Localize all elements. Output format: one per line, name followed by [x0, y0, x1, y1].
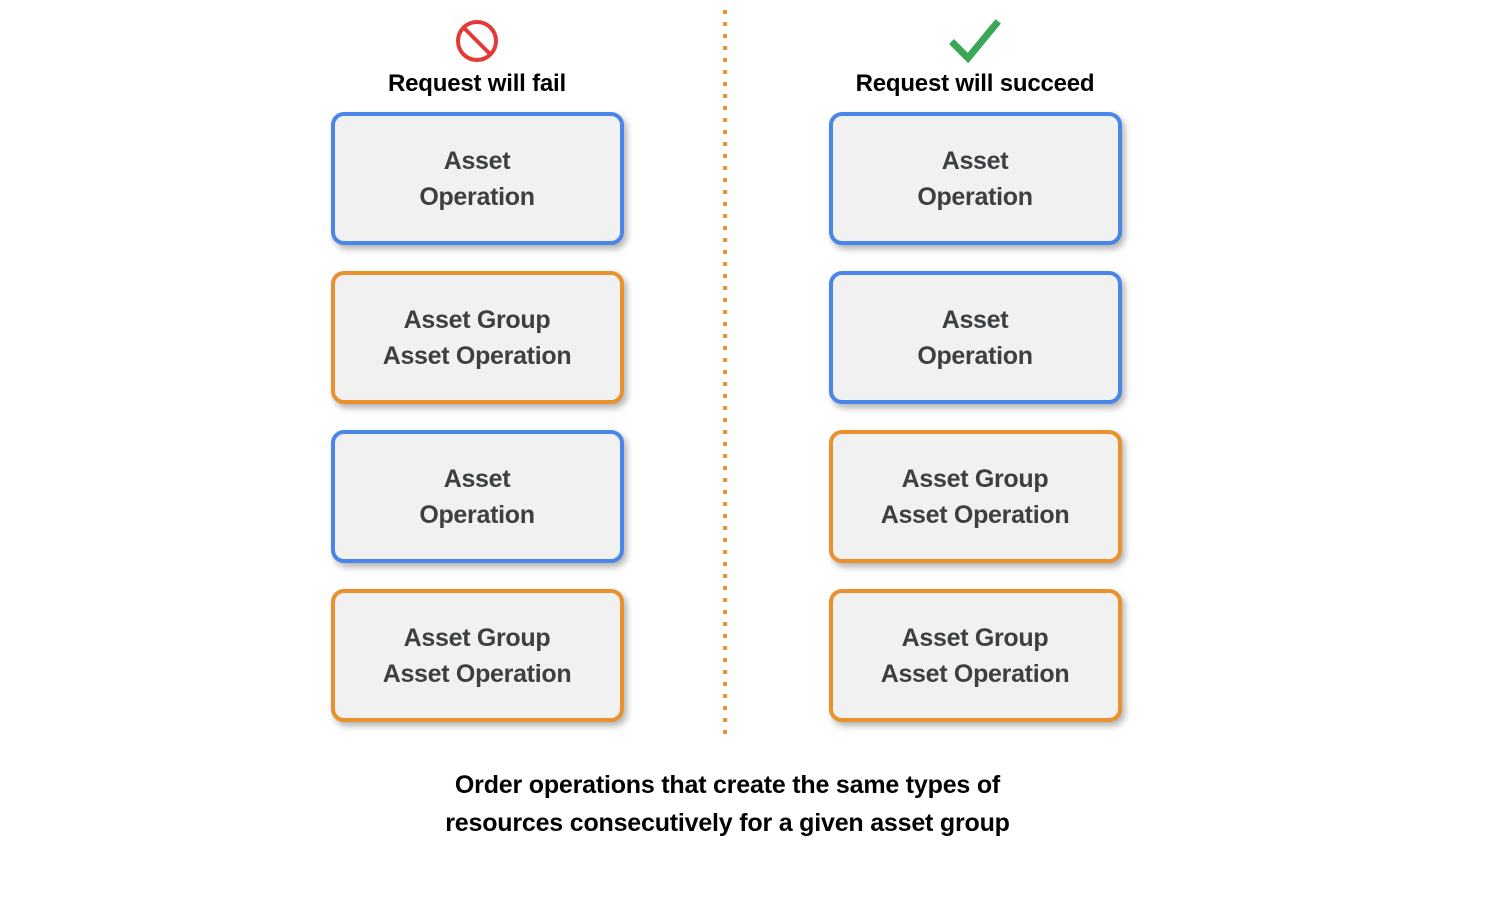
column-succeed-header: Request will succeed — [825, 12, 1125, 98]
card-line-2: Operation — [917, 341, 1033, 370]
card-line-2: Operation — [419, 500, 535, 529]
column-fail-label: Request will fail — [388, 70, 566, 97]
card-asset-group-asset-operation[interactable]: Asset Group Asset Operation — [828, 430, 1122, 563]
card-asset-operation[interactable]: Asset Operation — [330, 430, 624, 563]
card-line-2: Operation — [917, 182, 1033, 211]
column-divider — [723, 10, 727, 736]
card-line-2: Asset Operation — [880, 500, 1070, 529]
card-line-2: Operation — [419, 182, 535, 211]
column-fail-card-stack: Asset Operation Asset Group Asset Operat… — [327, 112, 627, 748]
card-line-2: Asset Operation — [880, 659, 1070, 688]
card-line-1: Asset — [941, 305, 1009, 334]
card-line-1: Asset Group — [901, 623, 1049, 652]
card-line-2: Asset Operation — [382, 659, 572, 688]
card-line-1: Asset — [941, 146, 1009, 175]
caption-line-1: Order operations that create the same ty… — [454, 771, 1001, 799]
card-asset-group-asset-operation[interactable]: Asset Group Asset Operation — [330, 589, 624, 722]
card-asset-group-asset-operation[interactable]: Asset Group Asset Operation — [828, 589, 1122, 722]
caption-line-2: resources consecutively for a given asse… — [445, 809, 1010, 837]
prohibition-icon — [327, 12, 627, 70]
card-line-1: Asset Group — [403, 305, 551, 334]
checkmark-icon — [825, 12, 1125, 70]
column-succeed-card-stack: Asset Operation Asset Operation Asset Gr… — [825, 112, 1125, 748]
column-succeed-label: Request will succeed — [855, 70, 1095, 97]
card-line-1: Asset Group — [403, 623, 551, 652]
card-asset-operation[interactable]: Asset Operation — [828, 271, 1122, 404]
card-line-2: Asset Operation — [382, 341, 572, 370]
card-line-1: Asset — [443, 146, 511, 175]
figure-caption: Order operations that create the same ty… — [0, 766, 1455, 842]
card-line-1: Asset — [443, 464, 511, 493]
card-asset-operation[interactable]: Asset Operation — [330, 112, 624, 245]
column-fail-header: Request will fail — [327, 12, 627, 98]
card-line-1: Asset Group — [901, 464, 1049, 493]
card-asset-group-asset-operation[interactable]: Asset Group Asset Operation — [330, 271, 624, 404]
card-asset-operation[interactable]: Asset Operation — [828, 112, 1122, 245]
